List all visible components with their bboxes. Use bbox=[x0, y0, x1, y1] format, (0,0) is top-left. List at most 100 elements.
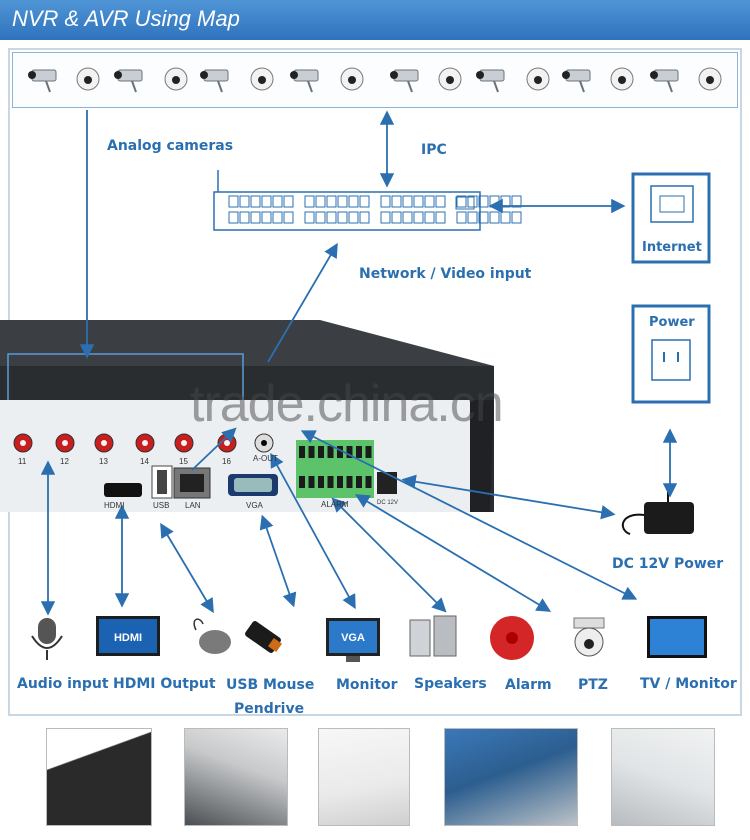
switch-port bbox=[337, 195, 348, 208]
page-title: NVR & AVR Using Map bbox=[12, 6, 240, 31]
switch-port bbox=[272, 195, 283, 208]
dome-camera-icon bbox=[164, 67, 188, 91]
rca-channel-port bbox=[94, 433, 114, 453]
switch-port bbox=[359, 195, 370, 208]
rca-channel-label: 11 bbox=[18, 457, 27, 466]
microphone-icon bbox=[31, 618, 63, 660]
switch-port bbox=[272, 211, 283, 224]
pendrive-icon bbox=[245, 621, 282, 653]
bullet-camera-icon bbox=[290, 69, 319, 93]
alarm-terminal-pin bbox=[308, 446, 315, 458]
lan-port-label: LAN bbox=[185, 501, 201, 510]
switch-port bbox=[435, 211, 446, 224]
alarm-terminal-pin bbox=[318, 446, 324, 458]
switch-port bbox=[348, 211, 359, 224]
switch-port bbox=[315, 211, 326, 224]
product-photo-2 bbox=[184, 728, 288, 826]
rca-channel-port bbox=[55, 433, 75, 453]
network-video-input-label: Network / Video input bbox=[359, 266, 532, 282]
alarm-terminal-pin bbox=[356, 476, 362, 488]
power-adapter-icon bbox=[621, 492, 694, 535]
alarm-port-label: ALARM bbox=[321, 500, 349, 509]
vga-port bbox=[228, 474, 278, 496]
dome-camera-icon bbox=[340, 67, 364, 91]
rca-channel-port bbox=[13, 433, 33, 453]
dome-camera-icon bbox=[438, 67, 462, 91]
switch-port bbox=[326, 195, 337, 208]
rca-channel-label: 16 bbox=[222, 457, 231, 466]
bullet-camera-icon bbox=[562, 69, 591, 93]
switch-port bbox=[402, 211, 413, 224]
dome-camera-icon bbox=[250, 67, 274, 91]
device-label-hdmi-output: HDMI Output bbox=[113, 676, 216, 692]
dc-power-label: DC 12V Power bbox=[612, 556, 724, 572]
switch-port bbox=[239, 195, 250, 208]
analog-cameras-label: Analog cameras bbox=[107, 138, 234, 154]
hdmi-logo-text: HDMI bbox=[114, 632, 142, 644]
switch-port bbox=[402, 195, 413, 208]
bullet-camera-icon bbox=[650, 69, 679, 93]
switch-port bbox=[391, 211, 402, 224]
ptz-camera-icon bbox=[573, 617, 605, 657]
bullet-camera-icon bbox=[114, 69, 143, 93]
switch-port bbox=[261, 195, 272, 208]
rca-channel-label: 12 bbox=[60, 457, 69, 466]
switch-port bbox=[337, 211, 348, 224]
switch-port bbox=[467, 211, 478, 224]
network-switch-icon bbox=[213, 170, 522, 231]
switch-port bbox=[435, 195, 446, 208]
switch-port bbox=[478, 195, 489, 208]
switch-port bbox=[283, 195, 294, 208]
device-label-usb-mouse: USB Mouse bbox=[226, 677, 315, 693]
switch-port bbox=[478, 211, 489, 224]
product-photo-4 bbox=[444, 728, 578, 826]
switch-port bbox=[413, 211, 424, 224]
device-label-ptz: PTZ bbox=[578, 677, 608, 693]
alarm-bell-icon bbox=[490, 616, 534, 660]
switch-port bbox=[315, 195, 326, 208]
switch-port bbox=[500, 211, 511, 224]
dc-port-label: DC 12V bbox=[377, 500, 399, 506]
dc-12v-port bbox=[377, 472, 397, 494]
switch-port bbox=[250, 211, 261, 224]
alarm-terminal-pin bbox=[356, 446, 362, 458]
switch-port bbox=[380, 211, 391, 224]
switch-port bbox=[489, 211, 500, 224]
power-label: Power bbox=[649, 315, 695, 330]
product-photo-1 bbox=[46, 728, 152, 826]
hdmi-port bbox=[104, 483, 142, 497]
vga-monitor-icon: VGA bbox=[326, 618, 380, 662]
watermark: trade.china.cn bbox=[190, 375, 504, 433]
switch-port bbox=[467, 195, 478, 208]
usb-port bbox=[151, 465, 173, 499]
alarm-terminal-pin bbox=[299, 476, 305, 488]
alarm-terminal-pin bbox=[365, 476, 372, 488]
hdmi-port-label: HDMI bbox=[104, 501, 125, 510]
usb-port-label: USB bbox=[153, 501, 170, 510]
tv-icon bbox=[647, 616, 707, 658]
dome-camera-icon bbox=[526, 67, 550, 91]
internet-icon bbox=[631, 172, 711, 264]
rca-channel-label: 13 bbox=[99, 457, 108, 466]
dome-camera-icon bbox=[610, 67, 634, 91]
alarm-terminal-block bbox=[296, 440, 374, 498]
dome-camera-icon bbox=[698, 67, 722, 91]
switch-port bbox=[228, 195, 239, 208]
bullet-camera-icon bbox=[200, 69, 229, 93]
alarm-terminal-pin bbox=[327, 476, 334, 488]
bullet-camera-icon bbox=[390, 69, 419, 93]
connection-arrows bbox=[40, 110, 678, 616]
speakers-icon bbox=[409, 615, 457, 657]
switch-port bbox=[348, 195, 359, 208]
alarm-terminal-pin bbox=[346, 476, 353, 488]
rca-channel-port bbox=[174, 433, 194, 453]
switch-port bbox=[456, 211, 467, 224]
switch-port bbox=[413, 195, 424, 208]
switch-port bbox=[380, 195, 391, 208]
device-label-speakers: Speakers bbox=[414, 676, 487, 692]
switch-port bbox=[304, 195, 315, 208]
switch-port bbox=[511, 211, 522, 224]
internet-label: Internet bbox=[642, 240, 702, 255]
rca-channel-port bbox=[135, 433, 155, 453]
